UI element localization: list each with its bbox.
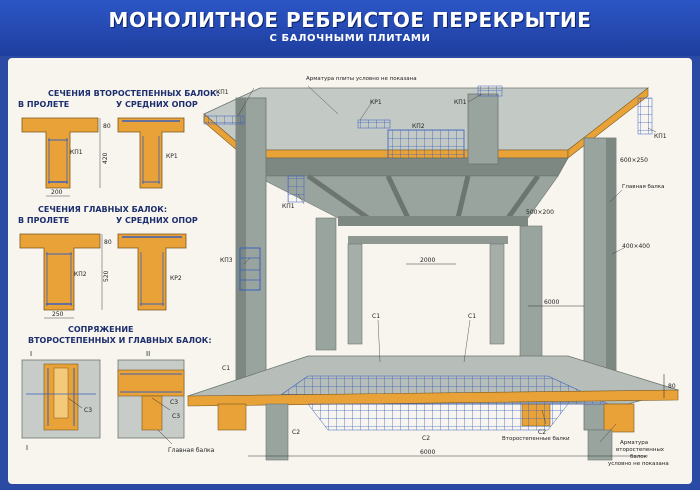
floor-beam-right: [603, 403, 635, 433]
dim-6000-span-label: 6000: [544, 299, 559, 306]
dim-2000-label: 2000: [420, 257, 435, 264]
dim-500x200-label: 500×200: [526, 209, 554, 216]
slab-underside-mesh: [307, 403, 569, 431]
joint-1-section-mark: I: [26, 444, 28, 452]
frame-kp1-side: КП1: [282, 203, 295, 210]
secondary-at-supports-label: У СРЕДНИХ ОПОР: [116, 100, 198, 109]
frame-kp1-right: КП1: [654, 133, 667, 140]
content-panel: СЕЧЕНИЯ ВТОРОСТЕПЕННЫХ БАЛОК: В ПРОЛЕТЕ …: [8, 58, 692, 484]
main-beam-front: [245, 157, 569, 177]
column-mid-right: [519, 225, 543, 359]
far-main-beam: [338, 216, 528, 226]
column-front-left-shade: [236, 98, 246, 404]
beam-cage-side: [287, 175, 305, 203]
c1-label-edge: С1: [222, 365, 230, 372]
column-front-right-shade: [606, 138, 616, 430]
main-beam-sections: СЕЧЕНИЯ ГЛАВНЫХ БАЛОК: В ПРОЛЕТЕ У СРЕДН…: [18, 205, 198, 319]
beam-cage-mid: [357, 119, 391, 129]
main-section-span: [19, 233, 103, 319]
column-far-left: [347, 243, 363, 345]
reinf-beams-line-2: второстепенных: [616, 447, 665, 453]
secondary-kp1-label: КП1: [70, 149, 83, 156]
secondary-section-span: [21, 117, 101, 197]
main-at-supports-label: У СРЕДНИХ ОПОР: [116, 216, 198, 225]
section-mark-2: II: [146, 350, 150, 358]
beam-cage-left: [203, 115, 245, 125]
secondary-dim-height: 420: [102, 152, 109, 164]
main-dim-height: 520: [103, 270, 110, 282]
floor-slab-edge: [187, 389, 679, 407]
column-base-right: [587, 429, 613, 461]
poster-subtitle: С БАЛОЧНЫМИ ПЛИТАМИ: [269, 33, 431, 44]
secondary-section-support: [117, 117, 185, 189]
frame-labels: Арматура плиты условно не показана КП1 К…: [216, 76, 676, 467]
secondary-dim-top: 80: [103, 123, 111, 130]
main-section-support: [117, 233, 187, 311]
joint-2-c3-upper: С3: [170, 399, 178, 406]
column-top-right: [467, 93, 499, 165]
header-banner: МОНОЛИТНОЕ РЕБРИСТОЕ ПЕРЕКРЫТИЕ С БАЛОЧН…: [0, 0, 700, 56]
secondary-beam-2: [385, 174, 411, 220]
beam-joint-details: СОПРЯЖЕНИЕ ВТОРОСТЕПЕННЫХ И ГЛАВНЫХ БАЛО…: [21, 325, 215, 454]
secondary-beams-label: Второстепенные балки: [502, 436, 570, 442]
column-far-right: [489, 243, 505, 345]
secondary-in-span-label: В ПРОЛЕТЕ: [18, 100, 69, 109]
c2-label-right: С2: [538, 429, 546, 436]
section-mark-1: I: [30, 350, 32, 358]
dim-600x250-label: 600×250: [620, 157, 648, 164]
reinf-beams-line-1: Арматура: [620, 440, 648, 446]
dim-6000-bottom-label: 6000: [420, 449, 435, 456]
column-mid-left: [315, 217, 337, 351]
joint-detail-1: [21, 359, 101, 439]
secondary-beam-sections: СЕЧЕНИЯ ВТОРОСТЕПЕННЫХ БАЛОК: В ПРОЛЕТЕ …: [18, 89, 220, 197]
dim-400x400-label: 400×400: [622, 243, 650, 250]
floor-beam-left: [217, 403, 247, 431]
column-base-left: [265, 403, 289, 461]
diagram-canvas: СЕЧЕНИЯ ВТОРОСТЕПЕННЫХ БАЛОК: В ПРОЛЕТЕ …: [18, 76, 680, 467]
main-dim-top: 80: [104, 239, 112, 246]
reinf-beams-line-4: условно не показана: [608, 461, 669, 467]
c2-label-bottom: С2: [422, 435, 430, 442]
frame-kr1-label: КР1: [370, 99, 382, 106]
c2-label-left: С2: [292, 429, 300, 436]
frame-kp2-label: КП2: [412, 123, 425, 130]
reinf-note-label: Арматура плиты условно не показана: [306, 76, 417, 82]
far-main-beam-2: [348, 236, 508, 244]
frame-3d: [186, 85, 680, 461]
main-kp2-label: КП2: [74, 271, 87, 278]
main-beam-label: Главная балка: [622, 184, 664, 190]
joint-2-c3-lower: С3: [172, 413, 180, 420]
beam-cage-top: [477, 85, 503, 97]
c1-label-left: С1: [372, 313, 380, 320]
joint-heading-1: СОПРЯЖЕНИЕ: [68, 325, 134, 334]
joint-main-beam-label: Главная балка: [168, 447, 215, 454]
joint-detail-2: [117, 359, 185, 439]
reinf-beams-line-3: балок: [630, 454, 648, 460]
joint-1-c3-label: С3: [84, 407, 92, 414]
secondary-dim-width: 200: [51, 189, 63, 196]
main-dim-width: 250: [52, 311, 64, 318]
dim-80-label: 80: [668, 383, 676, 390]
secondary-beam-4: [505, 174, 541, 220]
secondary-beam-1: [306, 173, 370, 221]
c1-label-right: С1: [468, 313, 476, 320]
joint-heading-2: ВТОРОСТЕПЕННЫХ И ГЛАВНЫХ БАЛОК:: [28, 336, 212, 345]
frame-kp3-label: КП3: [220, 257, 233, 264]
secondary-beam-3: [455, 175, 471, 219]
frame-kp1-top: КП1: [454, 99, 467, 106]
secondary-kr1-label: КР1: [166, 153, 178, 160]
main-in-span-label: В ПРОЛЕТЕ: [18, 216, 69, 225]
secondary-sections-heading: СЕЧЕНИЯ ВТОРОСТЕПЕННЫХ БАЛОК:: [48, 89, 220, 98]
main-kr2-label: КР2: [170, 275, 182, 282]
poster-title: МОНОЛИТНОЕ РЕБРИСТОЕ ПЕРЕКРЫТИЕ: [108, 8, 592, 32]
column-rebar-cage: [239, 247, 261, 291]
frame-kp1-topleft: КП1: [216, 89, 229, 96]
main-sections-heading: СЕЧЕНИЯ ГЛАВНЫХ БАЛОК:: [38, 205, 167, 214]
beam-cage-right: [637, 97, 653, 135]
